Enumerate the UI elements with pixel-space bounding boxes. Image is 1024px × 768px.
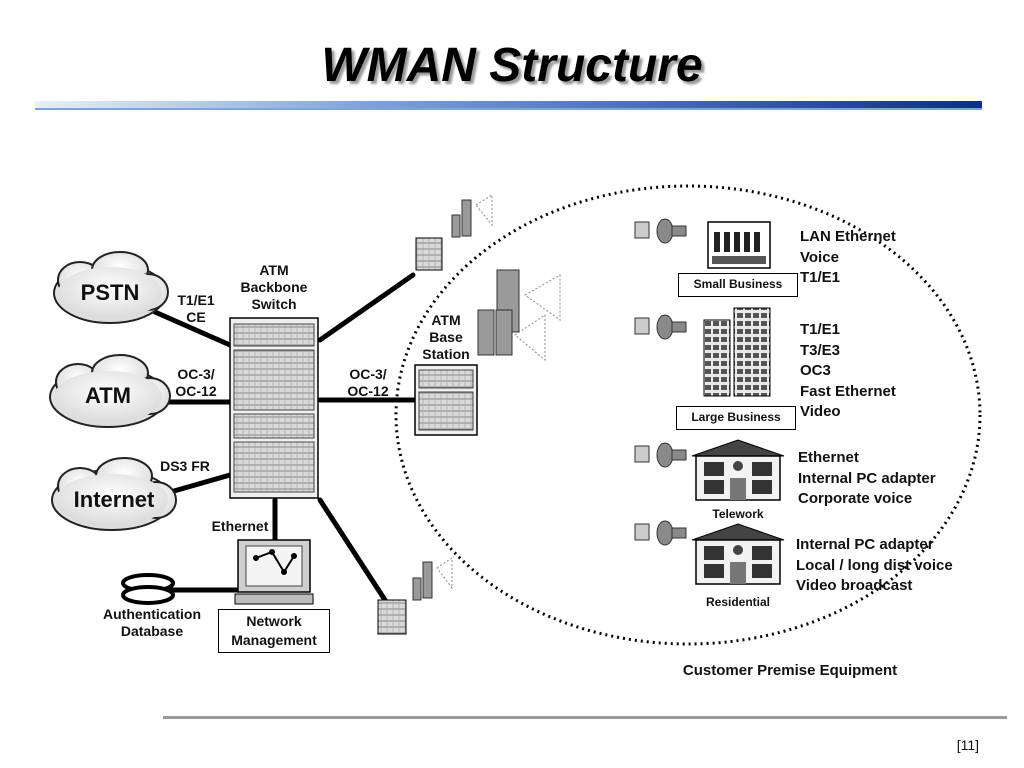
service-item: LAN Ethernet <box>800 228 896 245</box>
antenna-base-station <box>477 269 561 362</box>
base-station-link-label: OC-3/ OC-12 <box>347 366 389 399</box>
atm-switch-rack <box>229 317 319 499</box>
base-station-label: ATM Base Station <box>422 312 470 362</box>
management-monitor <box>234 539 314 605</box>
service-item: Internal PC adapter <box>796 536 934 553</box>
service-item: Fast Ethernet <box>800 382 896 400</box>
large-business-services: T1/E1 T3/E3 OC3 Fast Ethernet Video <box>800 320 896 423</box>
large-business-building <box>703 307 771 397</box>
small-business-building <box>707 221 771 269</box>
antenna-top <box>451 194 493 238</box>
authentication-db-label: Authentication Database <box>103 606 201 639</box>
small-business-label: Small Business <box>678 273 798 297</box>
service-item: Internal PC adapter <box>798 469 936 487</box>
telework-services: Ethernet Internal PC adapter Corporate v… <box>798 448 936 510</box>
slide-title: WMAN Structure <box>321 39 703 92</box>
network-management-box: Network Management <box>218 609 330 653</box>
residential-services: Internal PC adapter Local / long dist vo… <box>796 535 953 597</box>
service-item: Video <box>800 403 841 420</box>
customer-premise-caption: Customer Premise Equipment <box>682 662 898 679</box>
atm-link-label: OC-3/ OC-12 <box>175 366 217 399</box>
customer-premise-ellipse <box>394 184 982 646</box>
service-item: T1/E1 <box>800 269 841 286</box>
service-item: Corporate voice <box>798 490 913 507</box>
service-item: T3/E3 <box>800 341 841 359</box>
cloud-internet-label: Internet <box>73 487 155 512</box>
service-item: Video broadcast <box>796 577 913 594</box>
cloud-pstn-label: PSTN <box>80 280 140 305</box>
residential-house <box>691 523 785 585</box>
pstn-link-label: T1/E1 CE <box>177 292 215 325</box>
title-rule-underline <box>35 108 982 110</box>
antenna-bottom <box>412 557 453 601</box>
base-station-rack <box>414 364 478 436</box>
service-item: T1/E1 <box>800 321 841 338</box>
remote-rack-top <box>415 237 443 271</box>
service-item: OC3 <box>800 362 831 379</box>
title-rule <box>35 101 982 108</box>
cloud-atm-label: ATM <box>84 383 132 408</box>
connection-lines <box>152 272 418 603</box>
telework-house <box>691 439 785 501</box>
small-business-services: LAN Ethernet Voice T1/E1 <box>800 227 896 289</box>
database-cylinder <box>121 573 175 605</box>
telework-label: Telework <box>712 507 764 521</box>
footer-rule <box>163 716 1007 719</box>
internet-link-label: DS3 FR <box>160 458 210 474</box>
service-item: Voice <box>800 248 839 266</box>
residential-label: Residential <box>705 595 771 609</box>
atm-switch-label: ATM Backbone Switch <box>240 262 308 312</box>
remote-rack-bottom <box>377 599 407 635</box>
service-item: Local / long dist voice <box>796 556 953 574</box>
page-number: [11] <box>956 737 979 753</box>
subscriber-antennas <box>634 218 687 546</box>
service-item: Ethernet <box>798 449 859 466</box>
large-business-label: Large Business <box>676 406 796 430</box>
management-link-label: Ethernet <box>211 518 269 534</box>
